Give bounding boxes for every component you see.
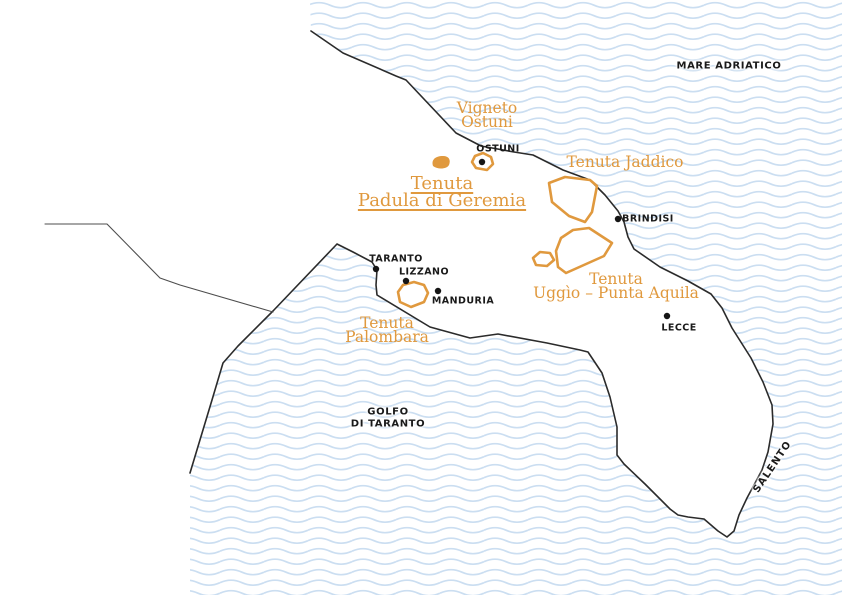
tenuta-jaddico-label: Tenuta Jaddico: [566, 153, 684, 171]
vigneto-ostuni-label: Vigneto Ostuni: [456, 99, 518, 131]
tenuta-palombara-label: Tenuta Palombara: [345, 314, 429, 346]
tenuta-padula-di-geremia-outline: [470, 151, 495, 172]
vigneto-ostuni-line1: Vigneto: [456, 99, 518, 117]
mare-adriatico-label: MARE ADRIATICO: [676, 60, 782, 72]
golfo-line2: DI TARANTO: [350, 418, 426, 429]
uggio-line2: Uggìo – Punta Aquila: [533, 284, 699, 302]
lecce-dot: [663, 312, 671, 320]
lizzano-label: LIZZANO: [398, 266, 450, 278]
ostuni-label: OSTUNI: [476, 143, 520, 155]
golfo-line1: GOLFO: [367, 406, 409, 418]
brindisi-dot: [614, 215, 622, 223]
lecce-label: LECCE: [661, 322, 697, 334]
uggio-line1: Tenuta: [589, 270, 643, 288]
region-border-line: [44, 223, 274, 313]
tenuta-jaddico-outline: [547, 175, 599, 224]
tenuta-uggio-punta-aquila-label: Tenuta Uggìo – Punta Aquila: [533, 270, 699, 302]
tenuta-uggio-small-outline: [531, 250, 556, 268]
palombara-line2: Palombara: [345, 328, 429, 346]
golfo-di-taranto-label: GOLFO DI TARANTO: [351, 407, 425, 430]
tenuta-uggio-punta-aquila-outline: [554, 226, 614, 275]
vigneto-ostuni-line2: Ostuni: [461, 113, 513, 131]
brindisi-label: BRINDISI: [622, 213, 674, 225]
padula-line1: Tenuta: [410, 173, 474, 194]
lizzano-dot: [402, 277, 410, 285]
tenuta-padula-di-geremia-link[interactable]: Tenuta Padula di Geremia: [357, 173, 527, 211]
manduria-dot: [434, 287, 442, 295]
vigneto-ostuni-filled-area: [432, 156, 450, 169]
tenuta-palombara-outline: [396, 280, 430, 309]
padula-line2: Padula di Geremia: [357, 190, 527, 211]
ostuni-dot: [478, 158, 486, 166]
sea-area: [190, 0, 842, 595]
taranto-dot: [372, 265, 380, 273]
taranto-label: TARANTO: [369, 253, 423, 265]
palombara-line1: Tenuta: [360, 314, 414, 332]
manduria-label: MANDURIA: [431, 295, 495, 307]
